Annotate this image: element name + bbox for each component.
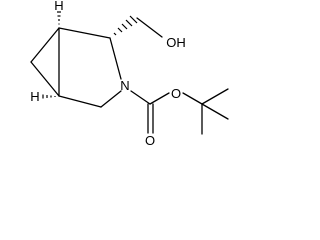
bond-n3-c4: [100, 90, 122, 108]
hashed-wedge-c2-ch2: [113, 15, 138, 36]
hydroxyl-label: OH: [166, 35, 186, 50]
bond-c1-c6: [30, 27, 60, 63]
bond-o-cquat: [182, 92, 203, 105]
bond-c2-n3: [109, 37, 122, 80]
hashed-wedge-c1-h: [57, 11, 61, 25]
ester-oxygen-label: O: [171, 86, 181, 101]
bond-cquat-me1: [201, 88, 229, 105]
bond-ch2-oh: [136, 17, 163, 38]
bond-c6-c5: [30, 61, 60, 97]
ring-nitrogen-label: N: [120, 78, 129, 93]
stereo-h-top-label: H: [54, 0, 63, 13]
molecule-structure: H H OH N O O: [30, 0, 229, 148]
hashed-wedge-c5-h: [42, 94, 56, 99]
bond-c-o-ester: [149, 92, 170, 105]
structure-drawing: H H OH N O O: [30, 0, 229, 148]
bond-c4-c5: [58, 95, 102, 108]
bond-n3-c-carbonyl: [130, 90, 151, 105]
bond-cquat-me2: [201, 103, 229, 120]
carbonyl-oxygen-label: O: [145, 133, 155, 148]
bond-c1-c2: [58, 27, 111, 39]
stereo-h-left-label: H: [30, 89, 39, 104]
